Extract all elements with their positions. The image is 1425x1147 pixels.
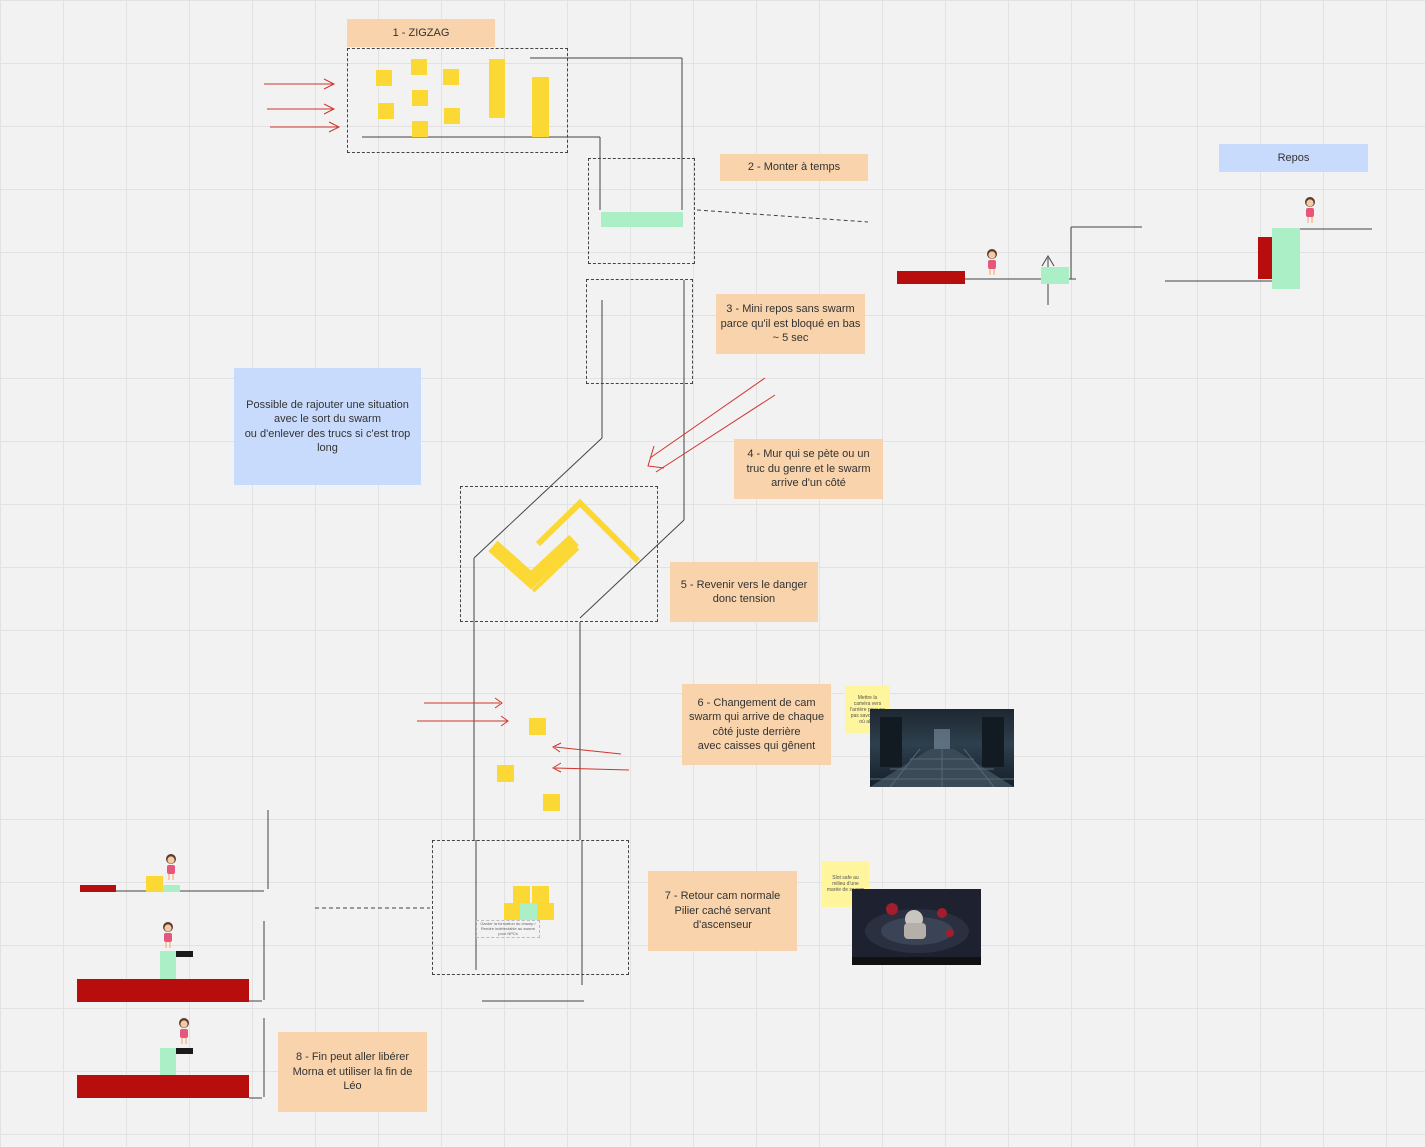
character-icon xyxy=(987,249,997,275)
step-3-note[interactable]: 3 - Mini repos sans swarm parce qu'il es… xyxy=(716,294,865,354)
hidden-pillar xyxy=(520,903,537,920)
pillar-frame xyxy=(432,840,629,975)
step-4-note[interactable]: 4 - Mur qui se pète ou un truc du genre … xyxy=(734,439,883,499)
swarm-hazard xyxy=(77,979,249,1002)
crate xyxy=(411,59,427,75)
crate xyxy=(412,90,428,106)
elevator-platform xyxy=(163,885,180,892)
character-icon xyxy=(163,922,173,948)
swarm-hazard xyxy=(1258,237,1272,279)
climb-frame xyxy=(588,158,695,264)
crate xyxy=(504,903,521,920)
pillar-block xyxy=(489,59,505,118)
pillar-note: Garder la formation du champ / Rendre in… xyxy=(476,920,540,938)
crate xyxy=(532,886,549,903)
crate xyxy=(443,69,459,85)
elevator-platform xyxy=(160,951,176,979)
elevator-platform xyxy=(160,1048,176,1075)
crate xyxy=(378,103,394,119)
side-idea-note[interactable]: Possible de rajouter une situation avec … xyxy=(234,368,421,485)
crate xyxy=(543,794,560,811)
crate xyxy=(444,108,460,124)
step-7-note[interactable]: 7 - Retour cam normale Pilier caché serv… xyxy=(648,871,797,951)
step-5-note[interactable]: 5 - Revenir vers le danger donc tension xyxy=(670,562,818,622)
swarm-hazard xyxy=(80,885,116,892)
step-1-note[interactable]: 1 - ZIGZAG xyxy=(347,19,495,47)
wall-break-frame xyxy=(460,486,658,622)
elevator-platform xyxy=(1041,267,1069,284)
rest-frame xyxy=(586,279,693,384)
crate xyxy=(513,886,530,903)
screenshot-thumbnail[interactable] xyxy=(870,709,1014,787)
crate xyxy=(146,876,163,892)
repos-note[interactable]: Repos xyxy=(1219,144,1368,172)
character-icon xyxy=(1305,197,1315,223)
crate xyxy=(529,718,546,735)
step-6-note[interactable]: 6 - Changement de cam swarm qui arrive d… xyxy=(682,684,831,765)
elevator-platform xyxy=(1272,228,1300,289)
crate xyxy=(412,121,428,137)
swarm-hazard xyxy=(897,271,965,284)
character-icon xyxy=(166,854,176,880)
lever xyxy=(176,951,193,957)
screenshot-thumbnail[interactable] xyxy=(852,889,981,965)
swarm-hazard xyxy=(77,1075,249,1098)
crate xyxy=(376,70,392,86)
zigzag-frame xyxy=(347,48,568,153)
lever xyxy=(176,1048,193,1054)
crate xyxy=(497,765,514,782)
crate xyxy=(537,903,554,920)
pillar-block xyxy=(532,77,549,137)
step-2-note[interactable]: 2 - Monter à temps xyxy=(720,154,868,181)
step-8-note[interactable]: 8 - Fin peut aller libérer Morna et util… xyxy=(278,1032,427,1112)
character-icon xyxy=(179,1018,189,1044)
elevator-platform xyxy=(601,212,683,227)
